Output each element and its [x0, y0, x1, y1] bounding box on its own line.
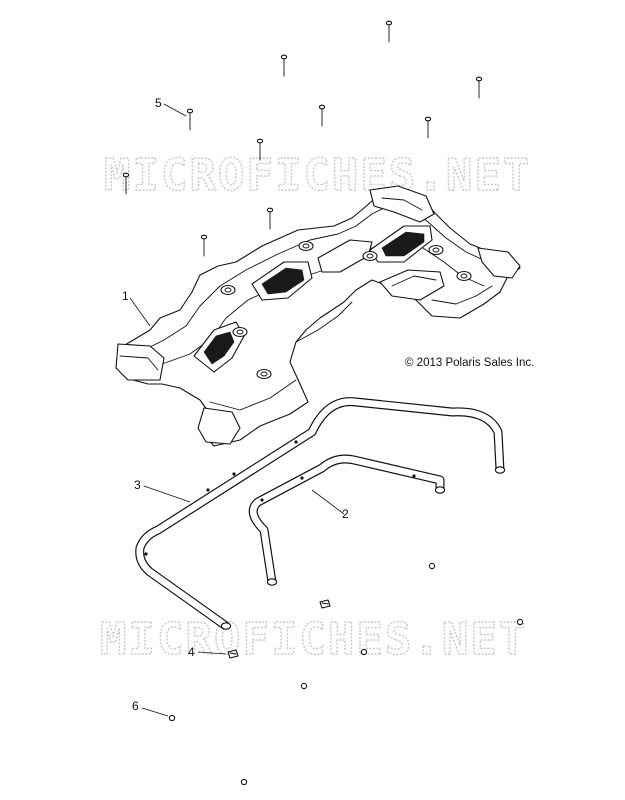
callout-3: 3 — [134, 478, 141, 492]
callout-6: 6 — [132, 699, 139, 713]
watermark-bottom: MICROFICHES.NET — [100, 614, 527, 665]
nut-icon — [516, 618, 524, 626]
bolt-icon — [122, 172, 130, 195]
bolt-icon — [186, 108, 194, 131]
nut-icon — [300, 682, 308, 690]
bolt-icon — [256, 138, 264, 161]
bolt-icon — [280, 54, 288, 77]
nut-icon — [428, 562, 436, 570]
callout-4: 4 — [188, 645, 195, 659]
rack-frame — [115, 185, 521, 447]
bolt-icon — [200, 234, 208, 257]
clip-icon — [319, 599, 331, 609]
rail-3 — [135, 397, 506, 630]
bolts-group — [122, 20, 483, 257]
bolt-icon — [385, 20, 393, 43]
clip-icon — [227, 649, 239, 659]
rail-2 — [248, 454, 446, 586]
callout-5: 5 — [155, 96, 162, 110]
mount-hole-icon — [256, 368, 272, 380]
mount-hole-icon — [428, 244, 444, 256]
mount-hole-icon — [362, 250, 378, 262]
callout-1: 1 — [122, 289, 129, 303]
callout-2: 2 — [342, 507, 349, 521]
watermark-top: MICROFICHES.NET — [104, 150, 531, 201]
nut-icon — [168, 714, 176, 722]
mount-hole-icon — [456, 270, 472, 282]
nut-icon — [360, 648, 368, 656]
bolt-icon — [475, 76, 483, 99]
bolt-icon — [318, 104, 326, 127]
bolt-icon — [424, 116, 432, 139]
copyright-notice: © 2013 Polaris Sales Inc. — [405, 357, 534, 369]
mount-hole-icon — [298, 240, 314, 252]
mount-hole-icon — [220, 284, 236, 296]
bolt-icon — [266, 207, 274, 230]
nut-icon — [240, 778, 248, 786]
mount-hole-icon — [232, 326, 248, 338]
